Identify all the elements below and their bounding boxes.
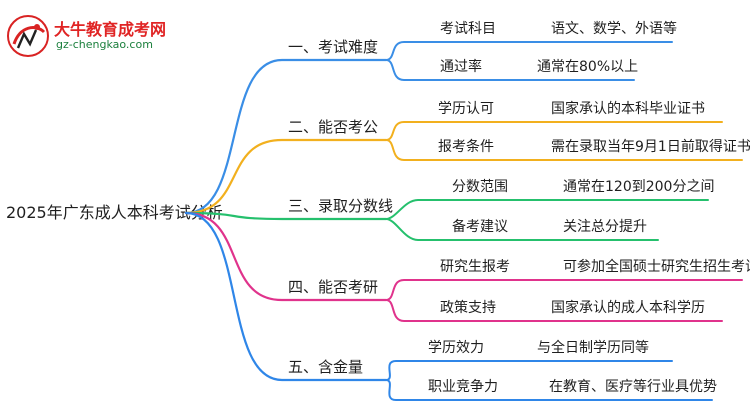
branch-label: 二、能否考公	[288, 118, 378, 136]
leaf-label: 考试科目	[440, 21, 496, 37]
leaf-connector	[385, 299, 723, 322]
branch-label: 四、能否考研	[288, 278, 378, 296]
leaf-connector	[385, 41, 673, 61]
leaf-connector	[385, 59, 635, 81]
leaf-connector	[385, 121, 723, 141]
branch-connector	[184, 58, 388, 215]
leaf-label: 政策支持	[440, 299, 496, 316]
leaf-connector	[385, 139, 743, 161]
leaf-value: 语文、数学、外语等	[551, 20, 677, 37]
leaf-label: 通过率	[440, 58, 482, 75]
branch-connector	[184, 211, 388, 302]
leaf-value: 国家承认的成人本科学历	[551, 299, 705, 316]
leaf-label: 分数范围	[452, 178, 508, 195]
leaf-label: 报考条件	[438, 138, 494, 155]
logo-badge-icon	[7, 15, 49, 57]
logo-url: gz-chengkao.com	[56, 38, 153, 51]
root-topic: 2025年广东成人本科考试分析	[6, 203, 223, 222]
leaf-value: 通常在120到200分之间	[563, 179, 714, 195]
leaf-value: 需在录取当年9月1日前取得证书	[551, 138, 750, 155]
branch-connector	[184, 138, 388, 215]
logo-title: 大牛教育成考网	[54, 20, 167, 39]
leaf-label: 研究生报考	[440, 259, 510, 275]
leaf-label: 职业竞争力	[428, 378, 498, 395]
leaf-connector	[385, 379, 713, 401]
leaf-value: 与全日制学历同等	[537, 339, 649, 356]
site-logo[interactable]: 大牛教育成考网 gz-chengkao.com	[6, 14, 176, 58]
leaf-value: 关注总分提升	[563, 219, 647, 235]
leaf-label: 备考建议	[452, 218, 508, 235]
branch-connector	[184, 211, 388, 221]
leaf-value: 通常在80%以上	[537, 59, 638, 75]
branch-label: 三、录取分数线	[288, 197, 393, 215]
branch-connector	[184, 211, 388, 382]
leaf-value: 可参加全国硕士研究生招生考试	[563, 258, 750, 275]
leaf-connector	[385, 360, 673, 381]
leaf-label: 学历认可	[438, 101, 494, 117]
branch-label: 五、含金量	[288, 358, 363, 376]
leaf-connector	[385, 218, 659, 241]
leaf-connector	[385, 279, 743, 301]
leaf-connector	[385, 199, 709, 220]
leaf-value: 在教育、医疗等行业具优势	[549, 378, 717, 395]
branch-label: 一、考试难度	[288, 38, 378, 56]
leaf-label: 学历效力	[428, 340, 484, 356]
leaf-value: 国家承认的本科毕业证书	[551, 100, 705, 117]
